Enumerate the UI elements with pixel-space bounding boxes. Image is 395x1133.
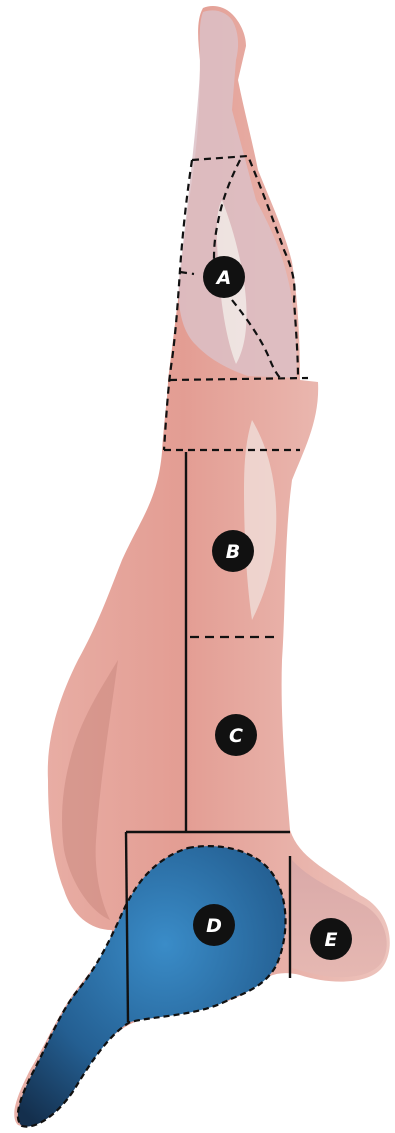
marker-c-label: C: [229, 725, 243, 747]
marker-a-label: A: [215, 267, 232, 289]
marker-e[interactable]: E: [310, 918, 352, 960]
marker-a[interactable]: A: [203, 256, 245, 298]
marker-b-label: B: [226, 541, 240, 563]
marker-e-label: E: [325, 929, 338, 951]
highlighted-cut-d: [18, 846, 286, 1127]
marker-d-label: D: [206, 915, 222, 937]
marker-c[interactable]: C: [215, 714, 257, 756]
marker-b[interactable]: B: [212, 530, 254, 572]
hock-knuckle: [292, 860, 387, 977]
marker-d[interactable]: D: [193, 904, 235, 946]
